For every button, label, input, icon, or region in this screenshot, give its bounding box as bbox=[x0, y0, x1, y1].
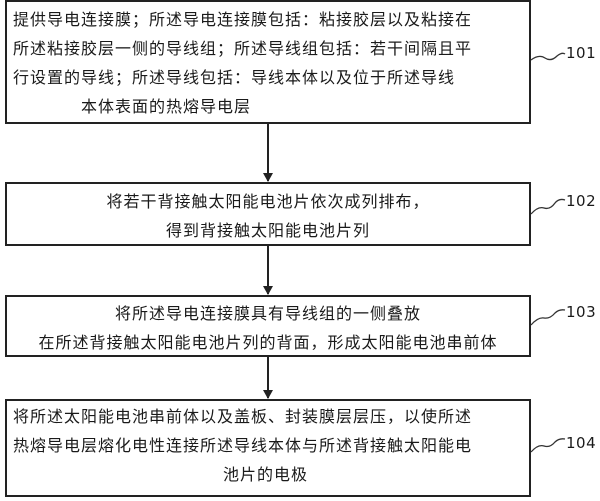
step-box-103: 将所述导电连接膜具有导线组的一侧叠放 在所述背接触太阳能电池片列的背面，形成太阳… bbox=[5, 295, 531, 357]
leader-line-101 bbox=[530, 52, 566, 61]
step-103-line-2: 在所述背接触太阳能电池片列的背面，形成太阳能电池串前体 bbox=[38, 333, 498, 352]
leader-line-102 bbox=[530, 198, 566, 215]
step-text-102: 将若干背接触太阳能电池片依次成列排布， 得到背接触太阳能电池片列 bbox=[7, 184, 529, 245]
step-box-104: 将所述太阳能电池串前体以及盖板、封装膜层层压，以使所述 热熔导电层熔化电性连接所… bbox=[5, 399, 531, 497]
step-101-line-4: 本体表面的热熔导电层 bbox=[81, 97, 252, 116]
leader-line-103 bbox=[530, 309, 566, 326]
step-text-104: 将所述太阳能电池串前体以及盖板、封装膜层层压，以使所述 热熔导电层熔化电性连接所… bbox=[7, 401, 529, 489]
step-label-103: 103 bbox=[566, 303, 597, 321]
step-label-102: 102 bbox=[566, 192, 597, 210]
step-102-line-1: 将若干背接触太阳能电池片依次成列排布， bbox=[106, 192, 430, 211]
step-label-104: 104 bbox=[566, 434, 597, 452]
step-104-line-2: 热熔导电层熔化电性连接所述导线本体与所述背接触太阳能电 bbox=[13, 436, 473, 455]
step-101-line-1: 提供导电连接膜；所述导电连接膜包括：粘接胶层以及粘接在 bbox=[13, 10, 473, 29]
step-104-line-1: 将所述太阳能电池串前体以及盖板、封装膜层层压，以使所述 bbox=[13, 407, 473, 426]
step-104-line-3: 池片的电极 bbox=[223, 465, 309, 484]
step-label-101: 101 bbox=[566, 44, 597, 62]
leader-line-104 bbox=[530, 438, 566, 453]
step-box-101: 提供导电连接膜；所述导电连接膜包括：粘接胶层以及粘接在 所述粘接胶层一侧的导线组… bbox=[5, 0, 531, 124]
step-101-line-2: 所述粘接胶层一侧的导线组；所述导线组包括：若干间隔且平 bbox=[13, 39, 473, 58]
step-box-102: 将若干背接触太阳能电池片依次成列排布， 得到背接触太阳能电池片列 bbox=[5, 182, 531, 246]
step-103-line-1: 将所述导电连接膜具有导线组的一侧叠放 bbox=[114, 304, 421, 323]
step-102-line-2: 得到背接触太阳能电池片列 bbox=[165, 221, 370, 240]
step-text-101: 提供导电连接膜；所述导电连接膜包括：粘接胶层以及粘接在 所述粘接胶层一侧的导线组… bbox=[7, 2, 529, 121]
step-101-line-3: 行设置的导线；所述导线包括：导线本体以及位于所述导线 bbox=[13, 68, 456, 87]
step-text-103: 将所述导电连接膜具有导线组的一侧叠放 在所述背接触太阳能电池片列的背面，形成太阳… bbox=[7, 297, 529, 357]
